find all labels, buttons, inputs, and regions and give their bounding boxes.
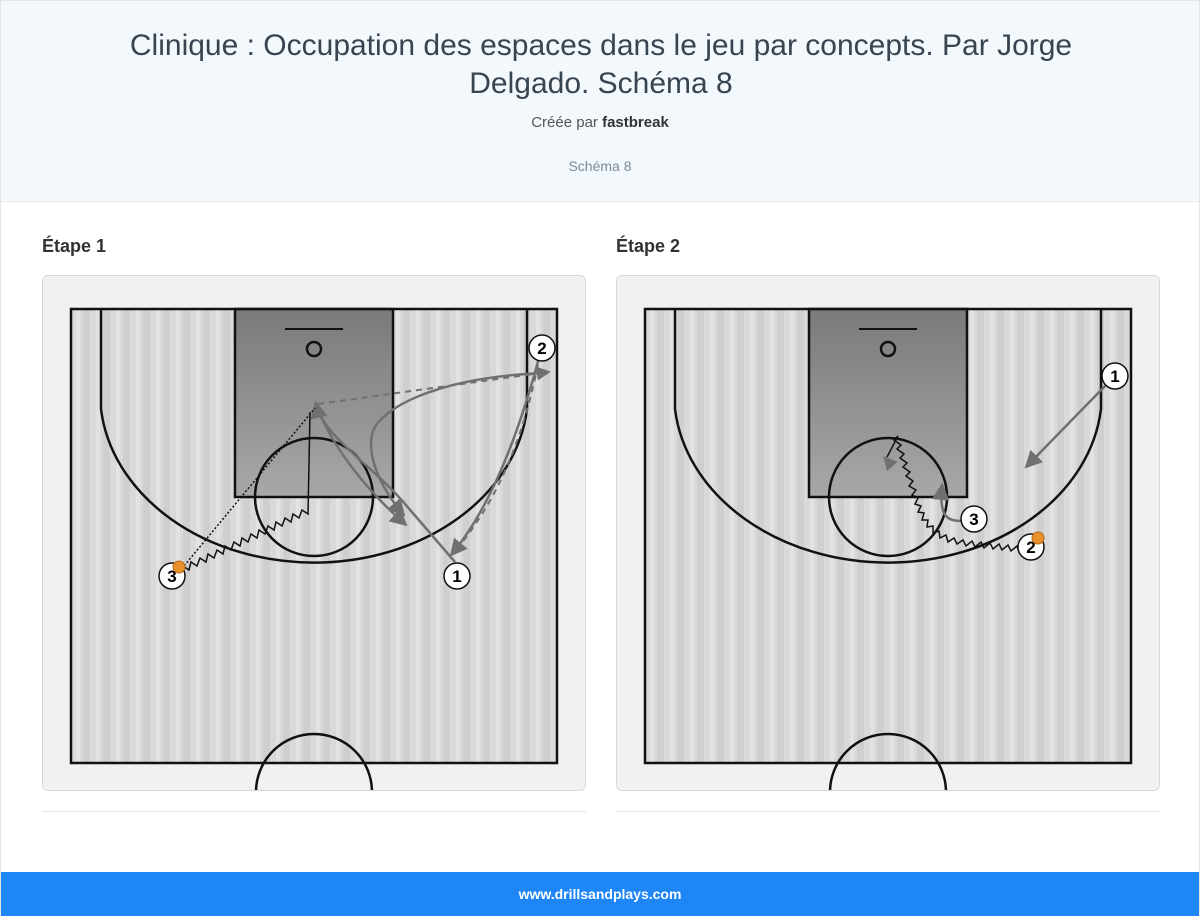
step-1-title: Étape 1: [42, 236, 107, 256]
cut-arrow-1: [1024, 383, 1108, 469]
author-link[interactable]: fastbreak: [602, 114, 669, 131]
player-1-label: 1: [452, 567, 461, 586]
player-1[interactable]: 1: [443, 562, 471, 590]
diagram-subtitle: Schéma 8: [568, 158, 632, 174]
step-2-panel: Étape 2: [616, 236, 1160, 812]
player-1-label: 1: [1110, 367, 1119, 386]
author-byline: Créée par fastbreak: [1, 114, 1199, 131]
cut-arrow-2: [449, 353, 542, 557]
step-2-title: Étape 2: [616, 236, 681, 256]
dribble-arrowhead: [883, 455, 898, 472]
created-by-label: Créée par: [531, 114, 598, 131]
three-point-line: [99, 309, 529, 564]
free-throw-circle: [253, 436, 375, 558]
court-boundary: [69, 307, 559, 765]
center-circle: [828, 732, 948, 790]
step-1-court: 1 2 3: [42, 275, 586, 791]
player-2[interactable]: 2: [528, 334, 556, 362]
step-2-court: 1 2 3: [616, 275, 1160, 791]
step-1-divider: [42, 811, 586, 812]
site-footer: www.drillsandplays.com: [1, 872, 1199, 916]
player-3-label: 3: [167, 567, 176, 586]
paint-area: [807, 307, 969, 499]
center-circle: [254, 732, 374, 790]
step-2-divider: [616, 811, 1160, 812]
three-point-line: [673, 309, 1103, 564]
player-3[interactable]: 3: [960, 505, 988, 533]
dribble-zigzag: [178, 411, 311, 573]
page-title: Clinique : Occupation des espaces dans l…: [129, 29, 1073, 100]
court-boundary: [643, 307, 1133, 765]
step-1-panel: Étape 1: [42, 236, 586, 812]
step-1-diagram: 1 2 3: [43, 276, 585, 790]
dashed-line-2: [454, 353, 541, 552]
screen-arrow: [369, 371, 549, 517]
dribble-arrow: [178, 407, 316, 573]
ball-icon: [172, 560, 186, 574]
player-2-label: 2: [1026, 538, 1035, 557]
hoop: [879, 340, 897, 358]
cut-arrow-3: [931, 482, 962, 523]
player-3-label: 3: [969, 510, 978, 529]
footer-link[interactable]: www.drillsandplays.com: [518, 886, 682, 902]
pass-arrow: [317, 366, 551, 405]
step-2-diagram: 1 2 3: [617, 276, 1159, 790]
player-2-label: 2: [537, 339, 546, 358]
page-header: Clinique : Occupation des espaces dans l…: [1, 1, 1199, 202]
ball-icon: [1031, 531, 1045, 545]
player-1[interactable]: 1: [1101, 362, 1129, 390]
dribble-zigzag: [886, 435, 1026, 554]
hoop: [305, 340, 323, 358]
